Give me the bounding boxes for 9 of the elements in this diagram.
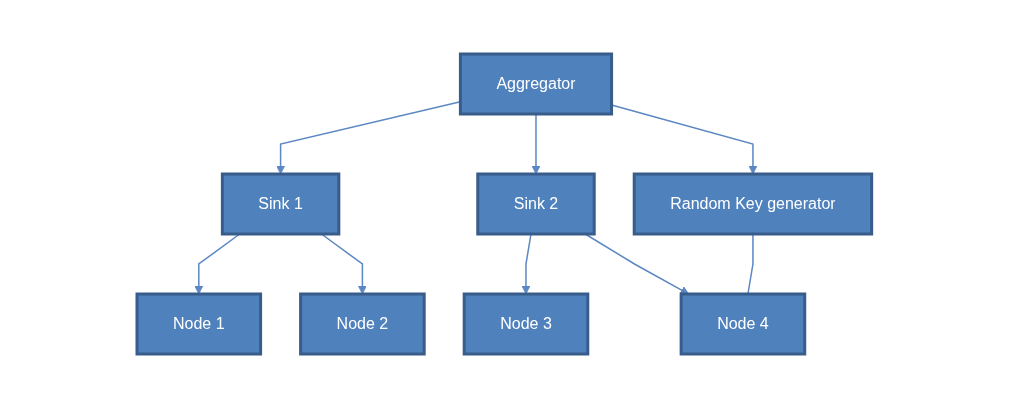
node-box: Sink 1: [221, 172, 341, 236]
node-box: Node 4: [679, 292, 807, 356]
node-box: Node 1: [135, 292, 263, 356]
node-box: Random Key generator: [632, 172, 874, 236]
node-box: Node 2: [299, 292, 426, 356]
node-box: Node 3: [462, 292, 590, 356]
node-box: Aggregator: [459, 52, 614, 116]
node-box: Sink 2: [476, 172, 596, 236]
arrow: [611, 104, 758, 175]
